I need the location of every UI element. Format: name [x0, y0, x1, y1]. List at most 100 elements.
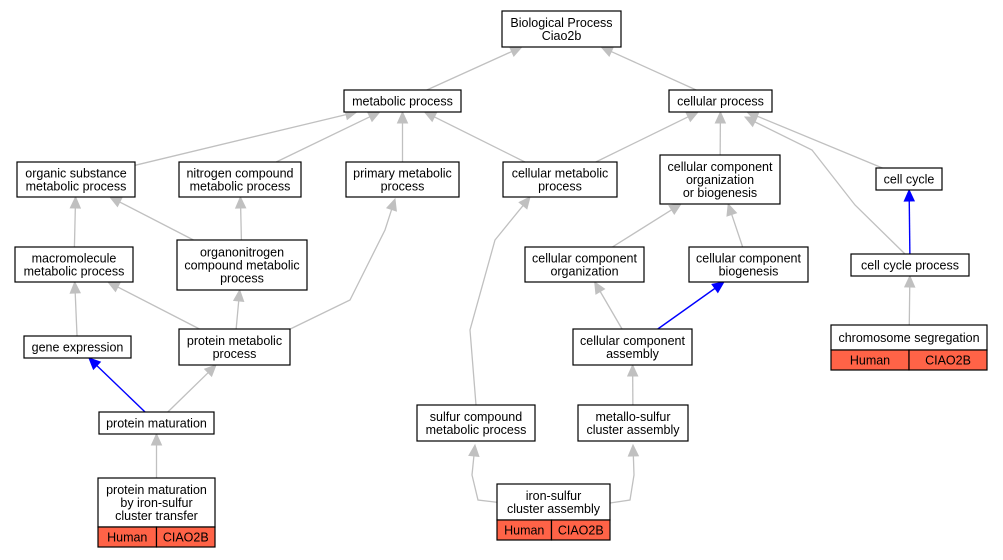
node-label-line: organic substance: [25, 167, 127, 181]
arrowhead: [714, 110, 727, 124]
edge-macro-to-orgsub: [73, 207, 76, 248]
node-label-line: metabolic process: [426, 423, 527, 437]
arrowhead: [423, 111, 438, 123]
node-label-line: biogenesis: [719, 265, 779, 279]
arrowhead: [626, 363, 639, 377]
species-label: Human: [107, 531, 147, 545]
edge-cellmet-to-cellproc: [595, 116, 689, 163]
go-term-node-ccp[interactable]: cell cycle process: [850, 253, 970, 277]
species-label: Human: [504, 524, 544, 538]
node-box: [830, 324, 988, 351]
node-label-line: process: [538, 180, 582, 194]
node-label-line: organization: [686, 173, 754, 187]
node-label-line: cellular metabolic: [512, 167, 609, 181]
edge-cco-to-ccob: [612, 209, 672, 248]
node-label-line: chromosome segregation: [838, 331, 979, 345]
edge-nitro-to-metab: [275, 116, 371, 163]
edge-metab-to-bp: [426, 50, 512, 91]
node-label-line: compound metabolic: [184, 259, 299, 273]
node-label-line: organization: [550, 265, 618, 279]
node-box: [668, 89, 773, 113]
arrowhead: [385, 197, 397, 212]
arrowhead: [69, 195, 82, 209]
node-label-line: cluster assembly: [507, 502, 601, 516]
edge-protmet-to-macro: [117, 286, 200, 330]
node-label-line: metallo-sulfur: [595, 410, 670, 424]
node-label-line: or biogenesis: [683, 186, 757, 200]
edge-cellproc-to-bp: [611, 50, 697, 91]
node-label-line: metabolic process: [24, 265, 125, 279]
go-term-node-protmat[interactable]: protein maturation: [98, 411, 215, 435]
edge-ccb-to-ccob: [731, 214, 744, 248]
node-box: [178, 161, 302, 198]
edge-protmat-to-geneexp: [96, 365, 146, 413]
edge-orgnit-to-orgsub: [119, 201, 194, 241]
node-label-line: sulfur compound: [430, 410, 522, 424]
go-term-node-cellproc[interactable]: cellular process: [668, 89, 773, 113]
arrowhead: [711, 281, 725, 294]
node-box: [524, 246, 645, 283]
node-label-line: metabolic process: [26, 180, 127, 194]
node-label-line: macromolecule: [32, 252, 117, 266]
arrowhead: [903, 188, 916, 202]
edge-cellcycle-to-cellproc: [756, 115, 883, 169]
edge-protmat-to-protmet: [167, 372, 209, 413]
arrowhead: [594, 280, 606, 295]
arrowhead: [668, 203, 682, 216]
node-box: [875, 167, 943, 191]
node-label-line: cluster assembly: [586, 423, 680, 437]
arrowhead: [232, 288, 245, 302]
gene-label: CIAO2B: [558, 524, 604, 538]
node-box: [659, 154, 781, 205]
edge-ccp-to-cellcycle: [908, 200, 911, 255]
go-term-node-cellcycle[interactable]: cell cycle: [875, 167, 943, 191]
node-label-line: cellular component: [580, 334, 685, 348]
edge-isca-to-sulfur: [471, 455, 504, 504]
node-label-line: process: [213, 347, 257, 361]
edge-ccp-to-cellproc: [754, 121, 906, 255]
arrowhead: [627, 443, 640, 457]
arrowhead: [366, 111, 381, 123]
arrowhead: [88, 357, 102, 371]
node-box: [16, 161, 136, 198]
node-label-line: gene expression: [32, 341, 124, 355]
node-box: [502, 161, 618, 198]
arrowhead: [203, 364, 217, 378]
species-label: Human: [850, 354, 890, 368]
go-term-node-geneexp[interactable]: gene expression: [23, 335, 132, 359]
gene-label: CIAO2B: [163, 531, 209, 545]
node-box: [416, 404, 536, 442]
arrowhead: [150, 432, 163, 446]
gene-badge: [908, 349, 988, 371]
node-box: [850, 253, 970, 277]
edge-protmet-to-primary: [279, 209, 393, 335]
node-box: [176, 239, 308, 291]
arrowhead: [508, 46, 523, 58]
arrowhead: [396, 110, 409, 124]
edge-sulfur-to-cellmet: [469, 205, 524, 406]
go-term-node-metab[interactable]: metabolic process: [343, 89, 462, 113]
node-label-line: nitrogen compound: [186, 167, 293, 181]
node-label-line: cluster transfer: [115, 509, 198, 523]
node-box: [343, 89, 462, 113]
node-label-line: protein maturation: [106, 483, 207, 497]
edge-cca-to-ccb: [657, 287, 716, 330]
